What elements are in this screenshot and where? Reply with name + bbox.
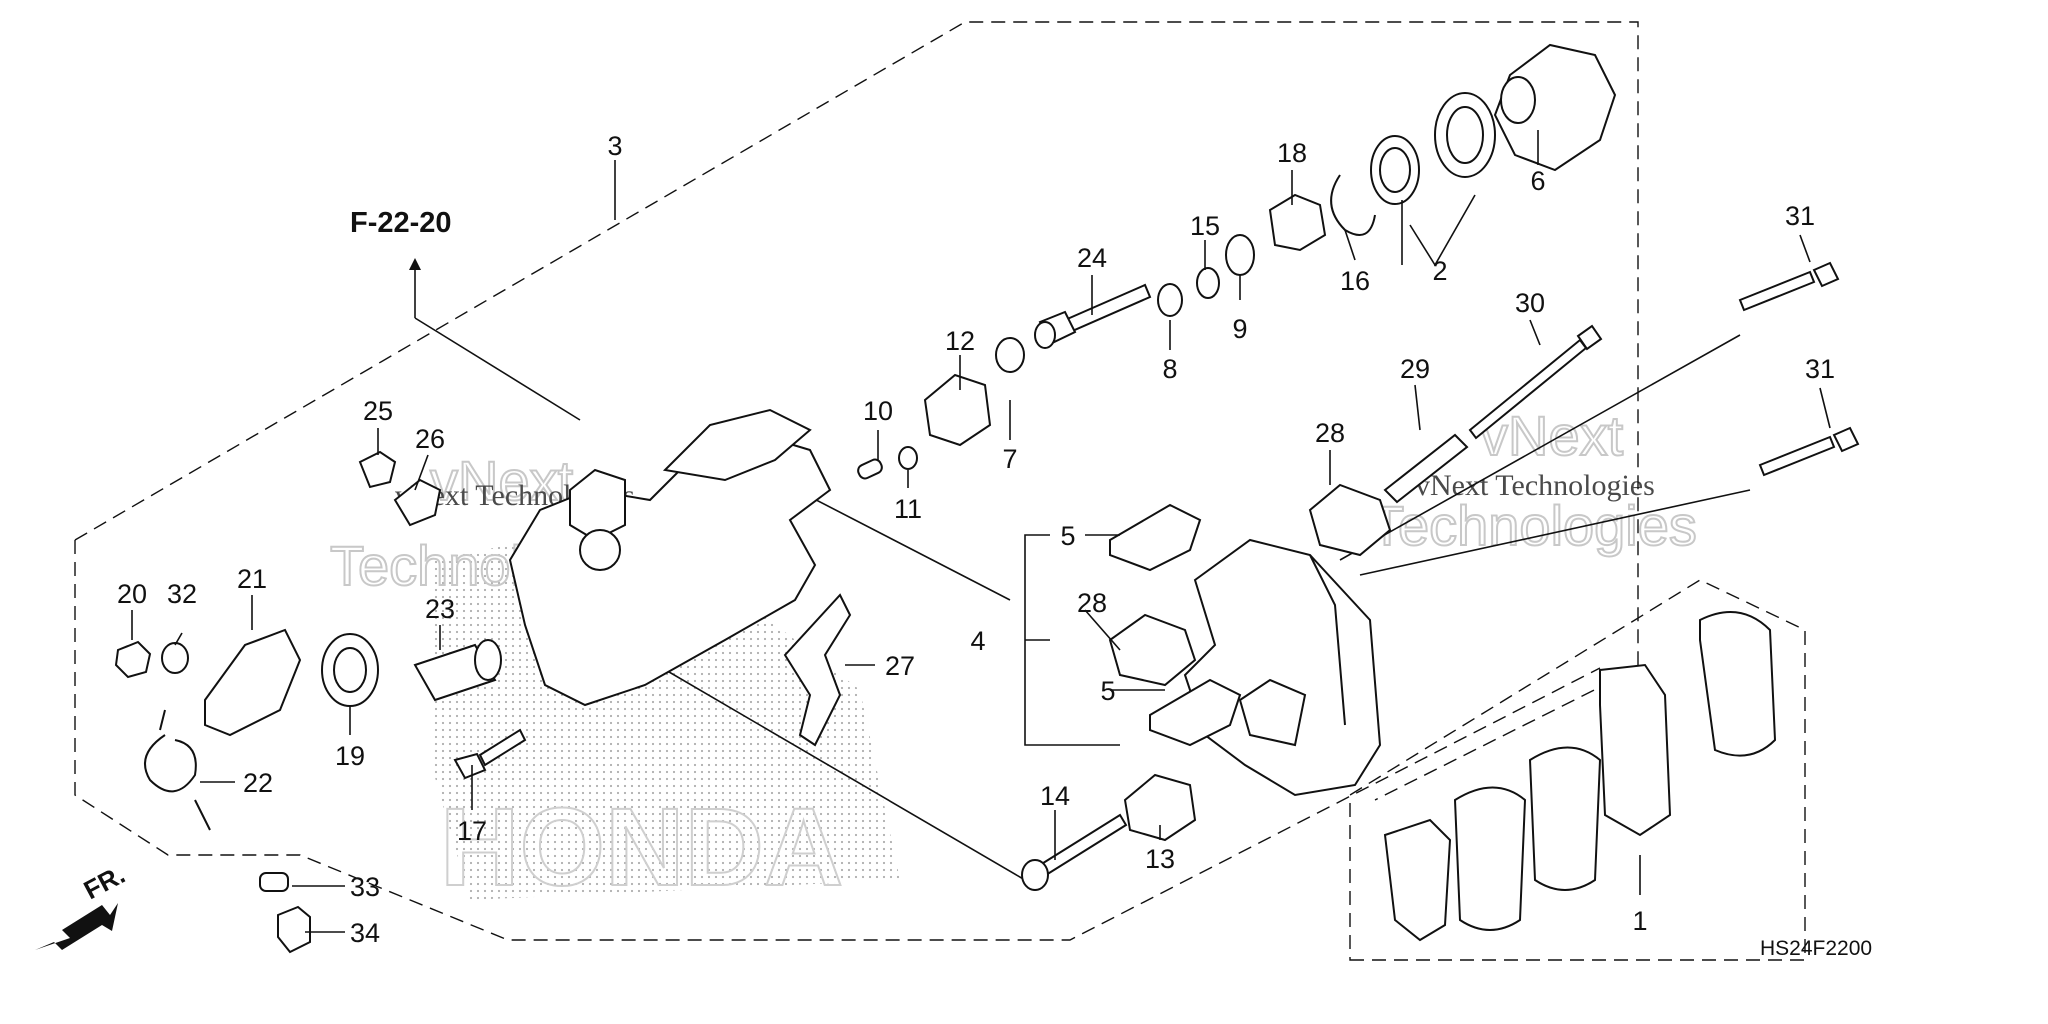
- part-16-circlip: [1330, 174, 1376, 236]
- part-21-lever: [204, 628, 302, 737]
- part-5-clip-lower: [1149, 678, 1242, 747]
- callout-5b: 5: [1100, 676, 1115, 706]
- callout-22: 22: [243, 768, 273, 798]
- callout-3: 3: [607, 131, 622, 161]
- part-11-washer: [898, 446, 918, 470]
- front-direction-arrow-icon: [35, 903, 118, 950]
- part-2-seals: [1370, 92, 1496, 205]
- callout-28b: 28: [1077, 588, 1107, 618]
- callout-1: 1: [1632, 906, 1647, 936]
- part-24-adjuster-bolt: [1034, 283, 1152, 349]
- callout-27: 27: [885, 651, 915, 681]
- callout-20: 20: [117, 579, 147, 609]
- callout-30: 30: [1515, 288, 1545, 318]
- part-33-cap: [259, 872, 289, 892]
- part-20-nut: [114, 640, 152, 679]
- assembly-boundary-3: [74, 21, 1639, 801]
- guide-line-b: [639, 654, 1026, 881]
- part-26-bracket: [393, 478, 442, 527]
- part-8-bearing: [1157, 283, 1183, 317]
- callout-21: 21: [237, 564, 267, 594]
- callout-25: 25: [363, 396, 393, 426]
- callout-leaders: [131, 130, 1831, 933]
- part-32-washer: [161, 642, 189, 674]
- callout-4: 4: [970, 626, 985, 656]
- callout-5a: 5: [1060, 521, 1075, 551]
- guide-line-31b: [1359, 489, 1751, 576]
- part-caliper-body: [508, 408, 832, 707]
- part-22-spring: [144, 709, 211, 831]
- part-6-piston: [1493, 43, 1617, 172]
- callout-23: 23: [425, 594, 455, 624]
- part-19-seal-inner: [333, 647, 367, 693]
- diagram-code: HS24F2200: [1760, 937, 1872, 960]
- callout-24: 24: [1077, 243, 1107, 273]
- callout-28a: 28: [1315, 418, 1345, 448]
- part-31-bolt-upper: [1738, 261, 1840, 312]
- part-23-shaft: [413, 639, 502, 702]
- guide-line-ref: [414, 317, 581, 421]
- callout-32: 32: [167, 579, 197, 609]
- arrow-up-icon: [409, 258, 421, 270]
- callout-29: 29: [1400, 354, 1430, 384]
- svg-text:vNext: vNext: [430, 449, 574, 512]
- callout-2: 2: [1432, 256, 1447, 286]
- part-25-bleeder: [358, 450, 397, 489]
- part-15-washer: [1196, 267, 1220, 299]
- part-18-clip: [1268, 193, 1327, 252]
- part-9-spring: [1225, 234, 1255, 276]
- part-28-boot-lower: [1108, 613, 1197, 687]
- part-28-boot-upper: [1308, 483, 1392, 557]
- part-12-cam: [923, 373, 992, 447]
- part-29-pin: [1383, 433, 1469, 504]
- callout-14: 14: [1040, 781, 1070, 811]
- callout-31a: 31: [1785, 201, 1815, 231]
- part-17-bolt: [453, 728, 527, 780]
- callout-33: 33: [350, 872, 380, 902]
- part-14-pin-bolt: [1021, 813, 1128, 891]
- guide-line-31a: [1339, 334, 1741, 561]
- part-7-cap: [995, 337, 1025, 373]
- part-10-pin: [857, 458, 883, 480]
- callout-6: 6: [1530, 166, 1545, 196]
- assembly-boundary-1: [1349, 579, 1806, 961]
- callout-34: 34: [350, 918, 380, 948]
- part-13-boot: [1123, 773, 1197, 842]
- callout-26: 26: [415, 424, 445, 454]
- part-30-bolt: [1468, 324, 1603, 440]
- part-27-plate: [783, 593, 852, 747]
- front-direction-label: FR.: [79, 859, 130, 905]
- callout-10: 10: [863, 396, 893, 426]
- callout-7: 7: [1002, 444, 1017, 474]
- callout-15: 15: [1190, 211, 1220, 241]
- callout-9: 9: [1232, 314, 1247, 344]
- callout-13: 13: [1145, 844, 1175, 874]
- callout-31b: 31: [1805, 354, 1835, 384]
- reference-label: F-22-20: [350, 207, 452, 239]
- part-31-bolt-lower: [1758, 426, 1860, 477]
- callout-19: 19: [335, 741, 365, 771]
- part-brake-pads: [1383, 611, 1777, 942]
- callout-12: 12: [945, 326, 975, 356]
- part-34-screw: [277, 905, 311, 954]
- callout-11: 11: [894, 494, 922, 524]
- callout-8: 8: [1162, 354, 1177, 384]
- part-caliper-bracket: [1183, 538, 1382, 797]
- callout-16: 16: [1340, 266, 1370, 296]
- part-5-clip-upper: [1109, 503, 1202, 572]
- honda-logo-watermark: HONDA: [440, 786, 843, 909]
- svg-text:Technologies: Technologies: [1370, 494, 1697, 557]
- callout-17: 17: [457, 816, 487, 846]
- assembly-boundary-bottom: [74, 540, 1601, 941]
- svg-text:vNext Technologies: vNext Technologies: [1415, 469, 1655, 502]
- callout-labels: 1 2 3 4 5 5 6 7 8 9 10 11 12 13 14 15 16…: [117, 131, 1835, 948]
- callout-18: 18: [1277, 138, 1307, 168]
